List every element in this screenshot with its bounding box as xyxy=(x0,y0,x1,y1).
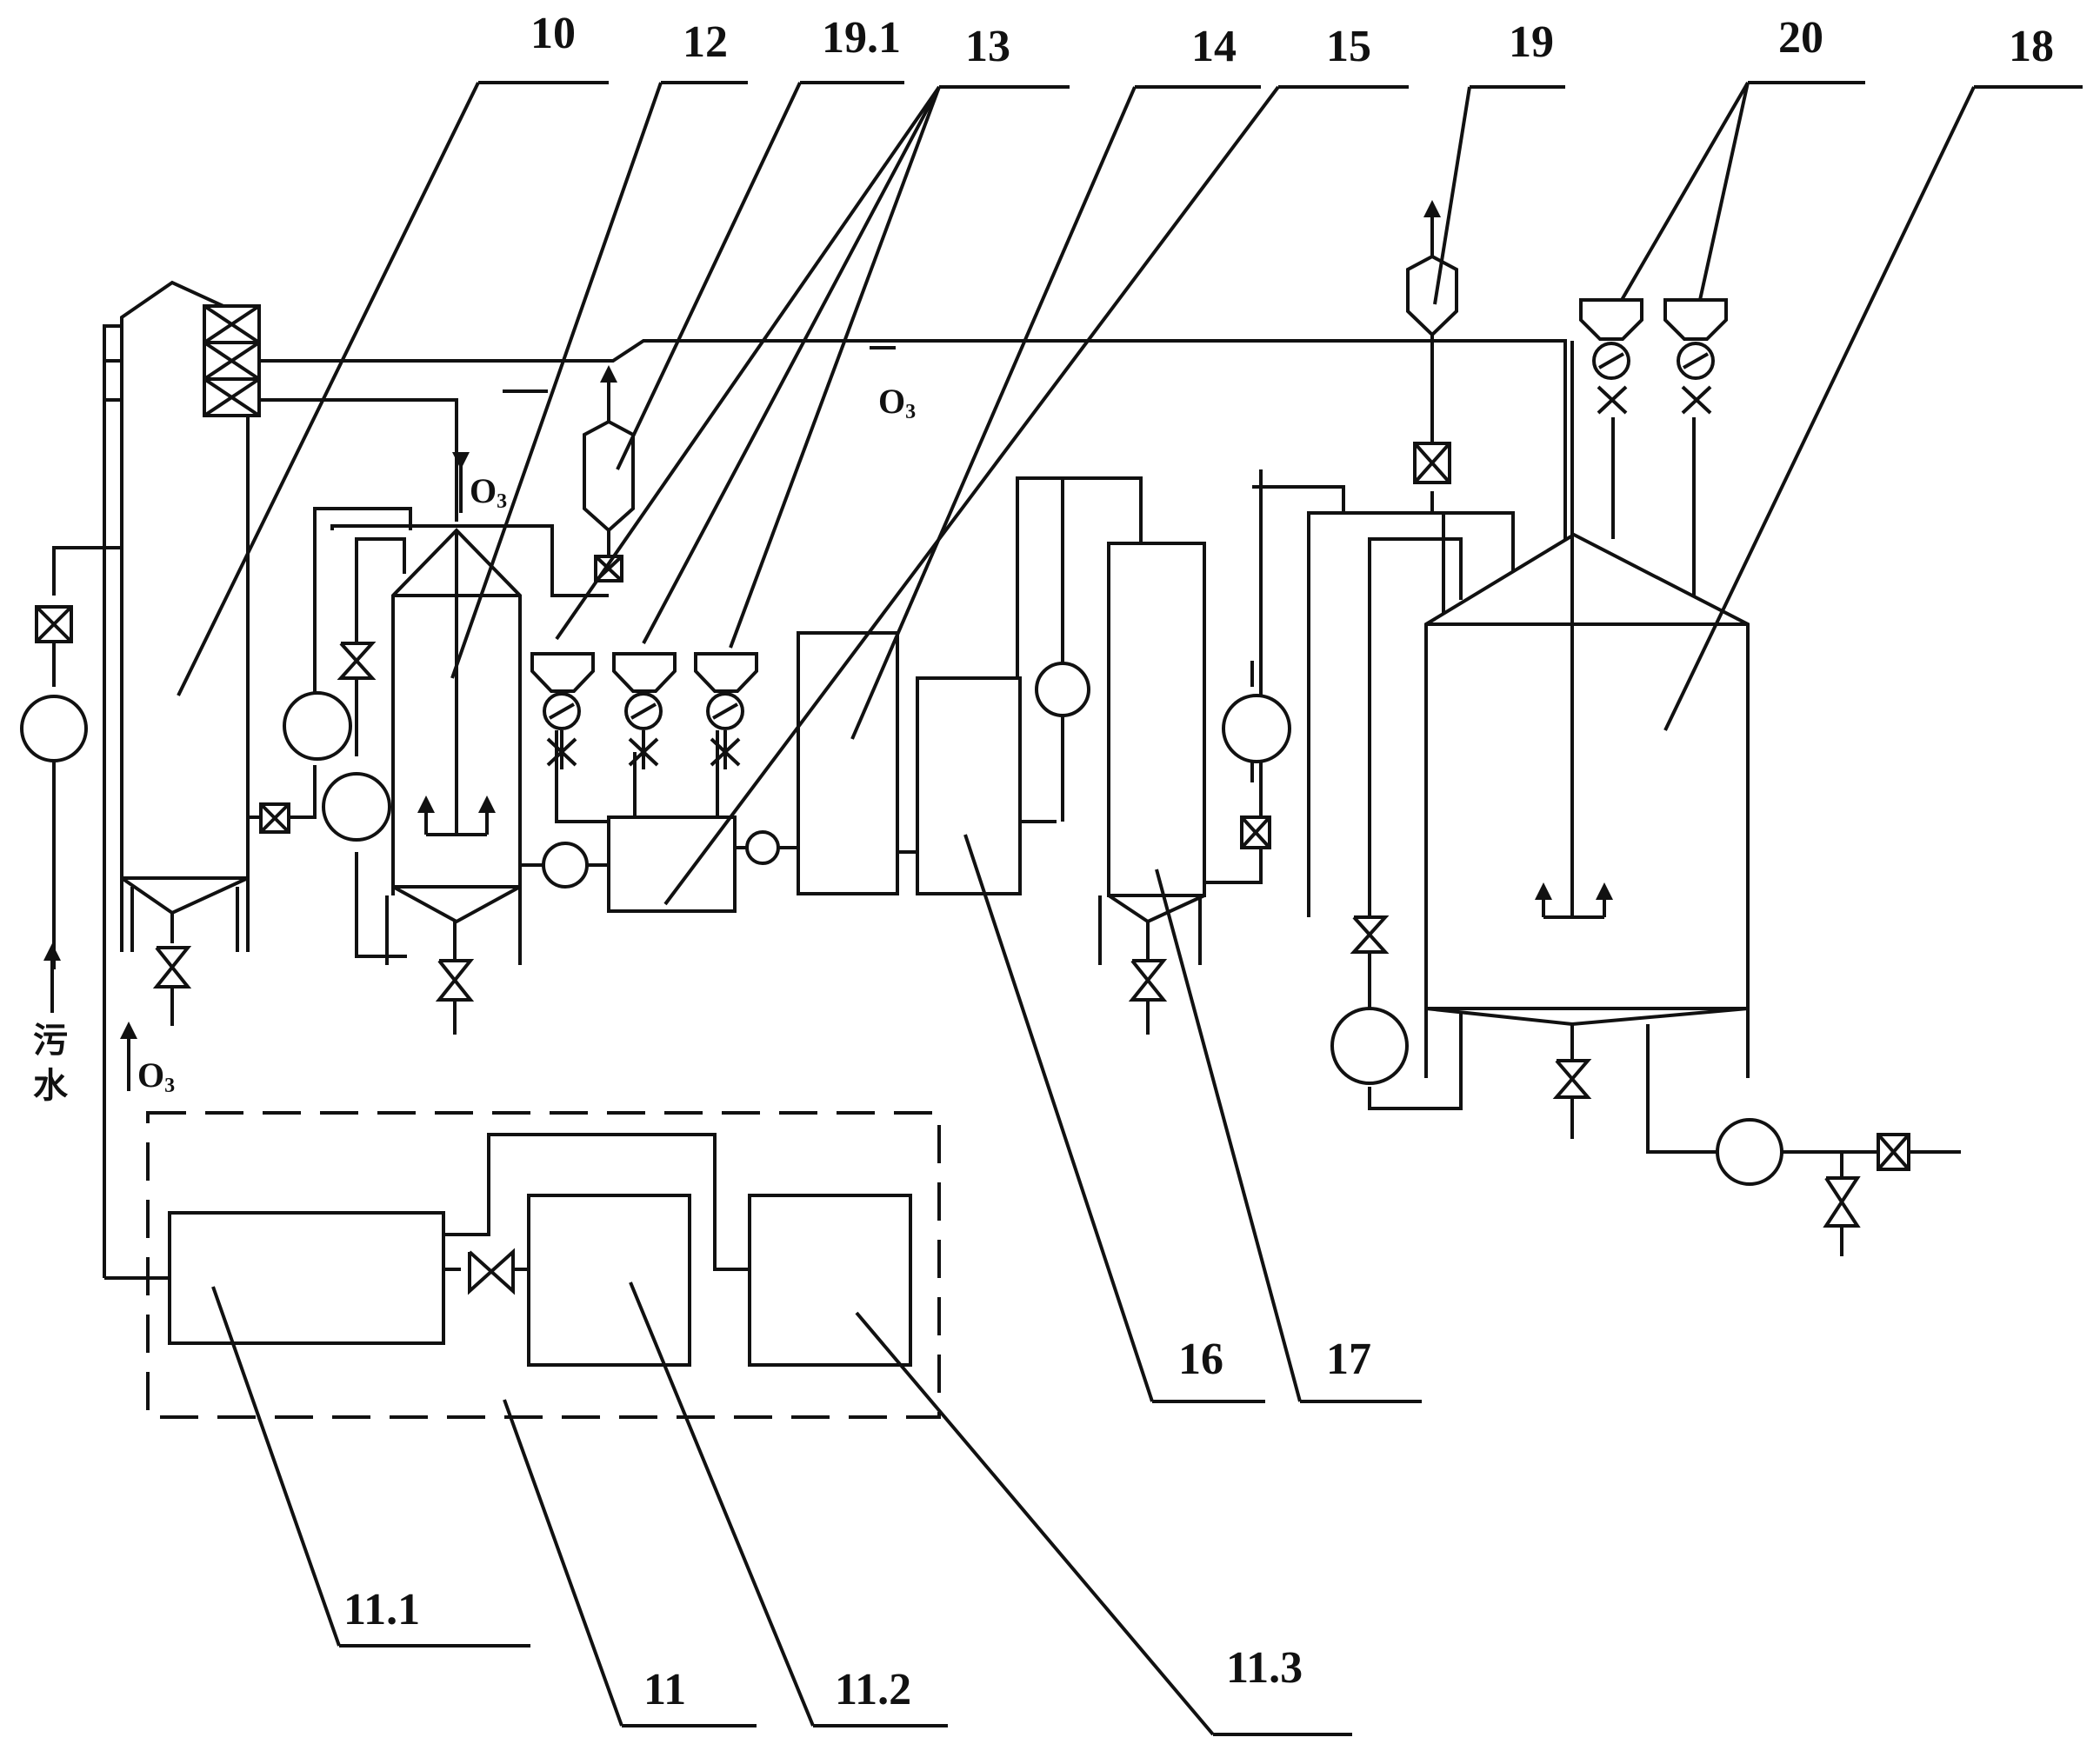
ozone-label-reactor: O3 xyxy=(470,471,507,513)
label-19-1: 19.1 xyxy=(822,13,901,63)
pump-10 xyxy=(283,691,352,761)
pump-sewage xyxy=(20,695,88,762)
label-16: 16 xyxy=(1178,1335,1223,1384)
doser-13-c xyxy=(694,652,758,769)
component-labels: 10 12 19.1 13 14 15 19 20 18 16 17 11.1 … xyxy=(343,9,2054,1714)
label-13: 13 xyxy=(965,22,1010,71)
unit-11-1 xyxy=(168,1211,445,1345)
pump-16-17 xyxy=(1035,662,1090,717)
settler-17 xyxy=(1098,542,1206,965)
tank-10 xyxy=(120,280,250,952)
pump-14-15 xyxy=(745,830,780,865)
ozone-label-top: O3 xyxy=(878,382,916,423)
tank-18 xyxy=(1424,341,1750,1078)
label-11: 11 xyxy=(643,1665,686,1714)
unit-11-2 xyxy=(527,1194,691,1367)
ozone-line-to-reactor-12 xyxy=(259,398,458,522)
ozone-line-to-tank-18 xyxy=(259,339,1567,917)
label-17: 17 xyxy=(1326,1335,1371,1384)
valve-11 xyxy=(468,1248,515,1295)
flow-annotations: O3 O3 O3 污 水 xyxy=(33,346,916,1106)
label-19: 19 xyxy=(1509,17,1554,67)
valve-10-12 xyxy=(259,802,290,834)
separator-19 xyxy=(1406,200,1458,484)
sewage-label-2: 水 xyxy=(33,1066,69,1106)
label-10: 10 xyxy=(530,9,576,58)
reactor-12 xyxy=(385,528,522,965)
valve-recirc-18 xyxy=(1350,915,1390,954)
valve-drain-10 xyxy=(152,946,192,989)
doser-13-b xyxy=(612,652,677,769)
pump-outlet xyxy=(1716,1118,1783,1186)
label-12: 12 xyxy=(683,17,728,67)
unit-11-3 xyxy=(748,1194,912,1367)
doser-13-a xyxy=(530,652,595,769)
pump-12-13 xyxy=(542,842,589,889)
label-11-1: 11.1 xyxy=(343,1585,420,1634)
label-18: 18 xyxy=(2009,22,2054,71)
doser-20-a xyxy=(1579,298,1643,415)
valve-sewage xyxy=(35,605,73,643)
ozone-flow-valves xyxy=(203,304,261,417)
unit-16 xyxy=(916,676,1022,895)
label-15: 15 xyxy=(1326,22,1371,71)
valve-drain-17 xyxy=(1128,959,1168,1002)
valve-drain-12 xyxy=(435,959,475,1002)
valve-drain-18 xyxy=(1552,1059,1592,1099)
label-11-3: 11.3 xyxy=(1226,1643,1303,1693)
sewage-label-1: 污 xyxy=(33,1021,68,1061)
pump-12-loop xyxy=(322,772,391,842)
doser-20-b xyxy=(1663,298,1728,415)
leader-lines xyxy=(177,81,2083,1736)
label-11-2: 11.2 xyxy=(835,1665,911,1714)
valve-12-loop xyxy=(337,642,377,680)
label-14: 14 xyxy=(1191,22,1237,71)
pump-recirc-18 xyxy=(1330,1007,1409,1085)
label-20: 20 xyxy=(1778,13,1823,63)
valve-17-18 xyxy=(1240,815,1271,849)
ozone-system-11 xyxy=(146,1111,941,1419)
valve-outlet xyxy=(1823,1133,1910,1228)
pump-17-18 xyxy=(1222,694,1291,763)
ozone-label-left: O3 xyxy=(137,1055,175,1097)
